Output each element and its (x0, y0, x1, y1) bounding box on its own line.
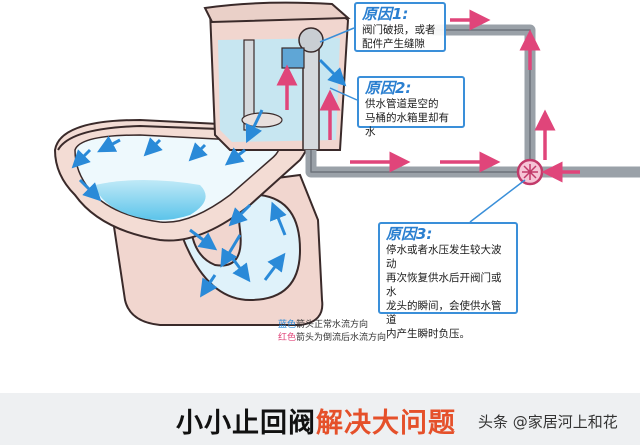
callout-1-line-1: 阀门破损，或者 (362, 23, 438, 37)
banner-title-highlight: 解决大问题 (316, 408, 456, 439)
callout-2-line-1: 供水管道是空的 (365, 97, 457, 111)
tank-lid (205, 3, 348, 22)
callout-2-line-2: 马桶的水箱里却有水 (365, 111, 457, 139)
callout-reason-3: 原因3: 停水或者水压发生较大波动 再次恢复供水后开阀门或水 龙头的瞬间，会使供… (378, 222, 518, 314)
legend-red-text: 箭头为倒流后水流方向 (296, 333, 386, 343)
callout-3-line-2: 再次恢复供水后开阀门或水 (386, 271, 510, 299)
legend-blue-text: 箭头正常水流方向 (296, 320, 368, 330)
fill-valve (303, 40, 319, 150)
callout-3-line-1: 停水或者水压发生较大波动 (386, 243, 510, 271)
callout-3-line-4: 内产生瞬时负压。 (386, 327, 510, 341)
callout-3-title: 原因3: (386, 226, 510, 243)
banner-title-prefix: 小小止回阀 (176, 408, 316, 439)
callout-2-title: 原因2: (365, 80, 457, 97)
legend-red-word: 红色 (278, 333, 296, 343)
tank-water (218, 38, 340, 142)
legend-red: 红色箭头为倒流后水流方向 (278, 332, 386, 344)
banner-title: 小小止回阀解决大问题 (176, 401, 456, 440)
callout-1-title: 原因1: (362, 6, 438, 23)
legend-blue: 蓝色箭头正常水流方向 (278, 319, 368, 331)
callout-reason-1: 原因1: 阀门破损，或者 配件产生缝隙 (354, 2, 446, 52)
callout-3-line-3: 龙头的瞬间，会使供水管道 (386, 299, 510, 327)
watermark: 头条 @家居河上和花 (478, 411, 618, 432)
flapper (242, 113, 282, 127)
callout-reason-2: 原因2: 供水管道是空的 马桶的水箱里却有水 (357, 76, 465, 128)
legend-blue-word: 蓝色 (278, 320, 296, 330)
callout-1-line-2: 配件产生缝隙 (362, 37, 438, 51)
